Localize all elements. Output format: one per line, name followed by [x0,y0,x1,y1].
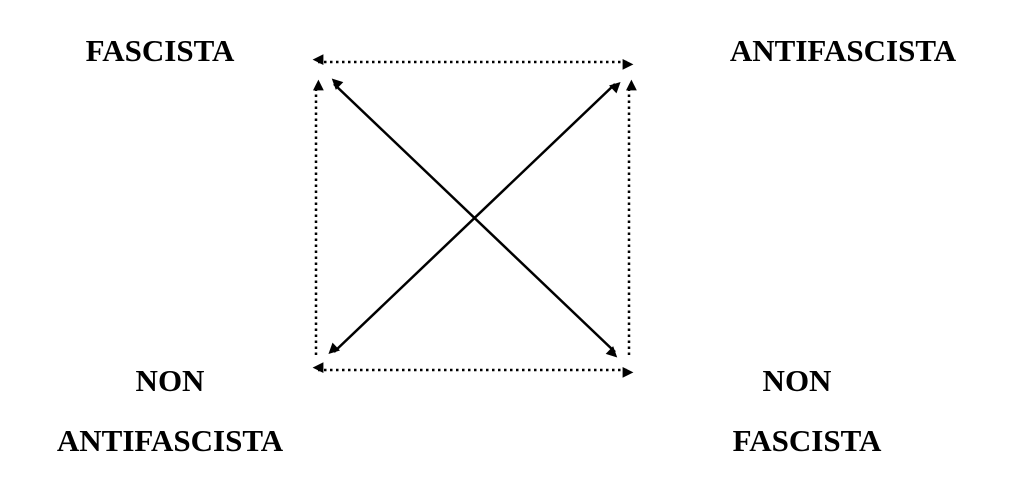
label-non-fascista-line2: FASCISTA [732,423,882,458]
label-antifascista: ANTIFASCISTA [729,33,957,68]
label-non-fascista-line1: NON [762,363,832,398]
contradiction-arrow-2 [328,82,621,354]
label-fascista: FASCISTA [85,33,235,68]
label-non-antifascista-line1: NON [135,363,205,398]
label-non-antifascista-line2: ANTIFASCISTA [56,423,284,458]
